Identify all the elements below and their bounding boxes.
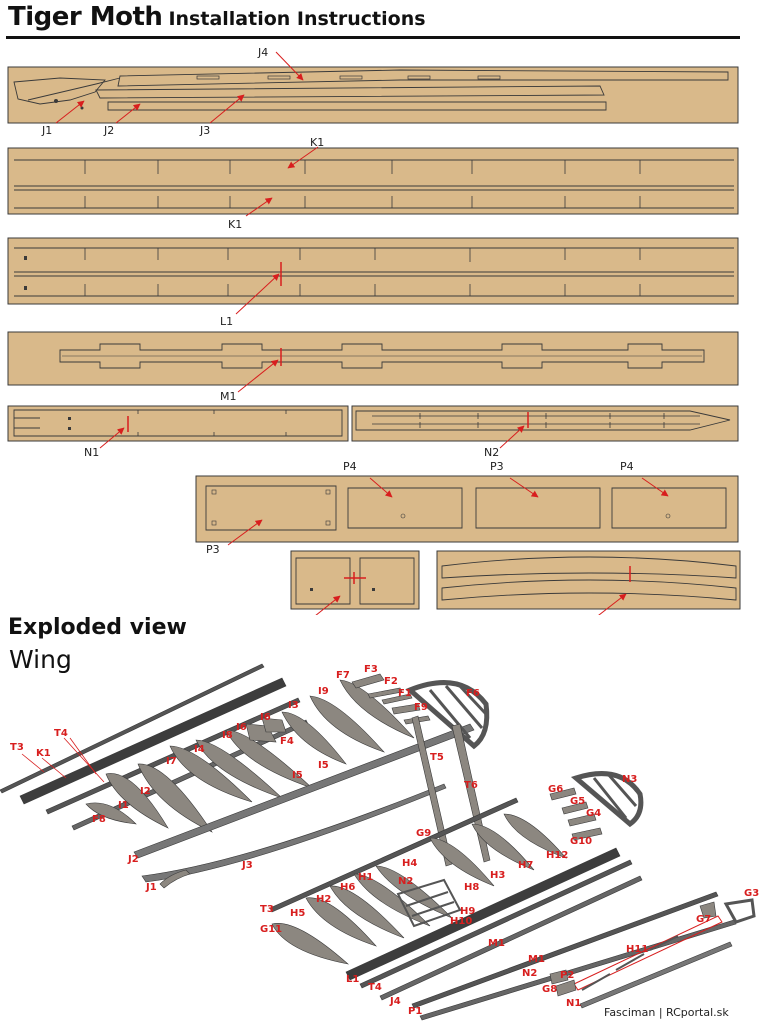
part-n1: N1 [566,998,581,1009]
part-f6: F6 [466,688,480,699]
part-n2-lower: N2 [522,968,537,979]
title-text: Tiger Moth [8,2,163,32]
label-j3: J3 [199,124,210,137]
part-k1: K1 [36,748,51,759]
part-h5: H5 [290,908,305,919]
part-j3: J3 [241,860,253,871]
part-h2: H2 [316,894,331,905]
part-i1: I1 [118,800,129,811]
sheet-p1: P1 [436,550,741,615]
label-k1-bottom: K1 [228,218,242,231]
part-f1: F1 [398,688,412,699]
part-h12: H12 [546,850,568,861]
part-g9: G9 [416,828,431,839]
wing-subheading: Wing [9,645,72,674]
part-i9: I9 [318,686,329,697]
label-n2: N2 [484,446,499,459]
label-p3-top: P3 [490,460,504,473]
part-l1: L1 [346,974,359,985]
part-i7: I7 [166,756,177,767]
part-h4: H4 [402,858,417,869]
exploded-view-diagram: T3 K1 T4 F7 F3 F2 F1 F9 F6 I9 I3 I6 I6 F… [0,663,759,1021]
part-t4-lower: T4 [368,982,382,993]
label-p4-left: P4 [343,460,357,473]
label-p4-right: P4 [620,460,634,473]
part-g4: G4 [586,808,601,819]
page-subtitle: Installation Instructions [168,8,426,30]
part-t3-upper: T3 [10,742,24,753]
part-t3-lower: T3 [260,904,274,915]
sheet-n: N1 N2 [7,405,739,459]
part-p1: P1 [408,1006,422,1017]
part-f7: F7 [336,670,350,681]
part-f8: F8 [92,814,106,825]
part-h11: H11 [626,944,648,955]
part-h6: H6 [340,882,355,893]
part-m1-upper: M1 [488,938,505,949]
part-f4: F4 [280,736,294,747]
label-m1: M1 [220,390,237,403]
part-g11: G11 [260,924,282,935]
part-i2: I2 [140,786,151,797]
part-i5-a: I5 [318,760,329,771]
title-divider [6,36,740,39]
part-h8: H8 [464,882,479,893]
label-l1: L1 [220,315,233,328]
part-j1: J1 [145,882,157,893]
part-t4-upper: T4 [54,728,68,739]
part-t6: T6 [464,780,478,791]
label-j1: J1 [41,124,52,137]
part-h9: H9 [460,906,475,917]
part-f3: F3 [364,664,378,675]
sheet-l: L1 [7,237,739,328]
label-n1: N1 [84,446,99,459]
part-n3: N3 [622,774,637,785]
part-n2-upper: N2 [398,876,413,887]
part-h7: H7 [518,860,533,871]
part-g10: G10 [570,836,592,847]
part-h3: H3 [490,870,505,881]
part-g6: G6 [548,784,563,795]
parts-sheets: J4 J1 J2 J3 K1 K1 L1 [7,46,741,615]
part-i4: I4 [194,744,205,755]
sheet-j: J4 J1 J2 J3 [7,46,739,137]
exploded-view-heading: Exploded view [8,615,187,640]
part-i3: I3 [288,700,299,711]
part-g7: G7 [696,914,711,925]
part-i6-a: I6 [260,712,271,723]
part-i8: I8 [222,730,233,741]
part-t5: T5 [430,752,444,763]
sheet-p: P4 P3 P4 P3 [195,460,739,556]
part-i5-b: I5 [292,770,303,781]
sheet-k: K1 K1 [7,136,739,231]
part-h10: H10 [450,916,472,927]
part-j4: J4 [389,996,401,1007]
part-j2: J2 [127,854,139,865]
sheet-m: M1 [7,331,739,403]
part-g8: G8 [542,984,557,995]
part-h1: H1 [358,872,373,883]
sheet-p2: P2 [290,550,420,615]
label-j2: J2 [103,124,114,137]
part-p2: P2 [560,970,574,981]
part-i6-b: I6 [236,722,247,733]
part-g3: G3 [744,888,759,899]
credit-text: Fasciman | RCportal.sk [604,1006,729,1019]
label-k1-top: K1 [310,136,324,149]
part-f2: F2 [384,676,398,687]
label-p3-bottom: P3 [206,543,220,556]
label-j4: J4 [257,46,268,59]
part-f9: F9 [414,702,428,713]
part-m1-lower: M1 [528,954,545,965]
part-g5: G5 [570,796,585,807]
